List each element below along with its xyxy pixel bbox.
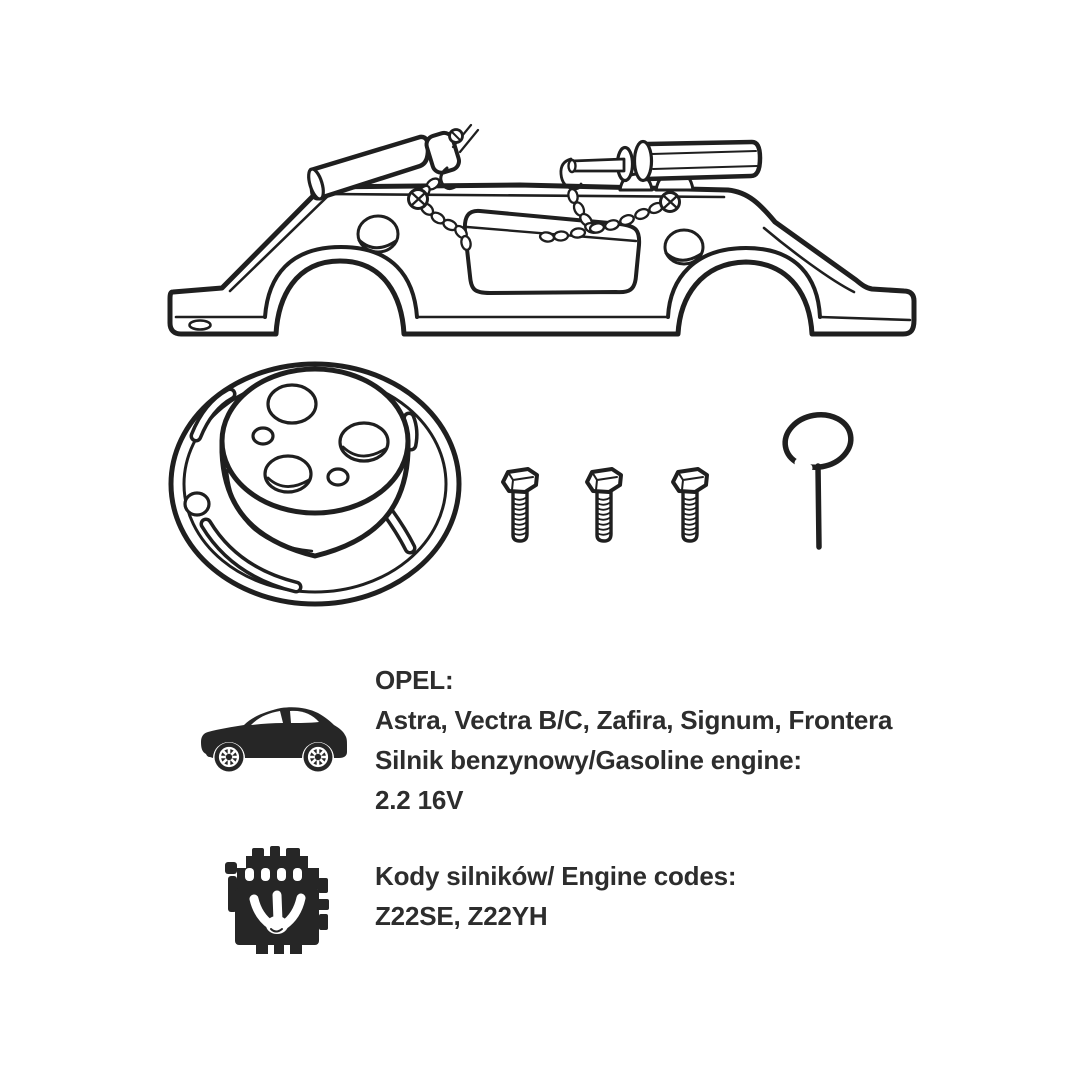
right-round-hole <box>663 228 705 266</box>
right-pin-rod <box>570 157 626 173</box>
right-pin-hook <box>559 157 583 191</box>
pulley-outer-rim <box>168 361 462 607</box>
bolts-illustration <box>501 467 709 543</box>
right-pin-facet-lines <box>651 150 758 170</box>
hex-bolt <box>501 467 539 543</box>
pin-loop-gap <box>794 458 813 473</box>
engine-codes-values: Z22SE, Z22YH <box>375 901 548 931</box>
flange-round-hole <box>183 491 211 517</box>
left-pin-cylinder <box>308 134 431 201</box>
timing-tool-illustration <box>167 123 917 337</box>
engine-type-label: Silnik benzynowy/Gasoline engine: <box>375 745 802 775</box>
car-rear-window <box>290 710 319 723</box>
right-screw-cross <box>662 194 679 210</box>
clamp-screw-slot <box>451 131 461 141</box>
left-pin-clamp <box>424 130 461 175</box>
car-rear-wheel <box>302 741 334 773</box>
right-pin-cylinder <box>643 139 763 182</box>
car-front-wheel <box>213 741 245 773</box>
hex-bolt <box>671 467 709 543</box>
foot-oval-hole <box>188 319 212 331</box>
left-pin-hook <box>439 166 460 190</box>
left-hole-crescent <box>357 238 398 250</box>
arch-rim-curves <box>263 245 822 319</box>
right-pin-collar <box>632 139 654 183</box>
engine-v-mark <box>249 890 306 934</box>
engine-codes-text: Kody silników/ Engine codes: Z22SE, Z22Y… <box>375 856 737 936</box>
right-chain <box>538 187 664 243</box>
car-icon <box>201 707 347 773</box>
engine-icon <box>225 846 329 954</box>
hub-holes <box>251 383 390 494</box>
right-pin-rod-cap <box>567 158 577 174</box>
pin-loop <box>782 412 854 470</box>
left-round-hole <box>356 214 400 254</box>
engine-spec: 2.2 16V <box>375 785 464 815</box>
vehicle-models: Astra, Vectra B/C, Zafira, Signum, Front… <box>375 705 893 735</box>
brand-label: OPEL: <box>375 665 454 695</box>
pin-stem <box>815 463 822 550</box>
right-hole-crescent <box>664 251 703 262</box>
left-pin-endcap <box>307 167 325 201</box>
hub-bottom-line <box>225 468 314 553</box>
left-screw-cross <box>410 191 427 207</box>
tool-body-outline <box>167 182 917 337</box>
car-front-window <box>251 711 283 725</box>
pin-illustration <box>782 412 854 550</box>
pulley-tool-illustration <box>168 361 462 607</box>
hex-bolt <box>585 467 623 543</box>
engine-codes-label: Kody silników/ Engine codes: <box>375 861 737 891</box>
vehicle-info-text: OPEL: Astra, Vectra B/C, Zafira, Signum,… <box>375 660 893 820</box>
